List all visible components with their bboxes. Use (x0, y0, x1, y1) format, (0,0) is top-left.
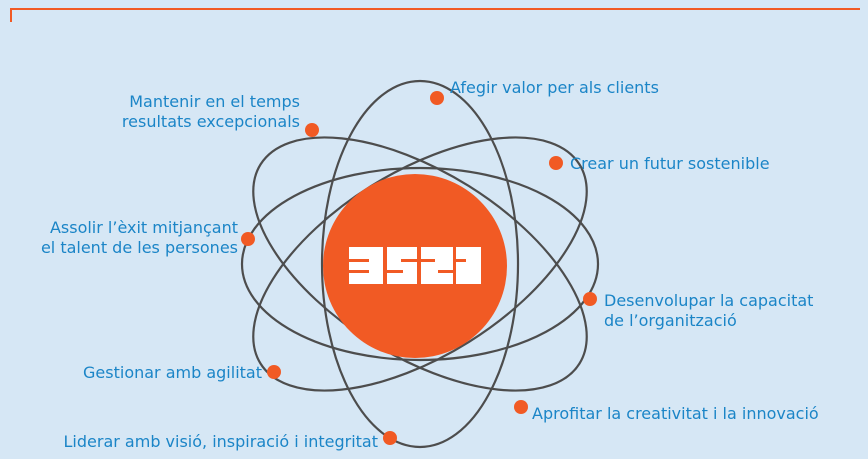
dot-afegir-valor (430, 91, 444, 105)
orbit-vertical (320, 79, 520, 449)
concept-label-line: Crear un futur sostenible (570, 154, 770, 173)
dot-assolir-exit (241, 232, 255, 246)
concept-gestionar: Gestionar amb agilitat (83, 363, 262, 383)
concept-label-line: de l’organització (604, 311, 737, 330)
concept-assolir-exit: Assolir l’èxit mitjançant el talent de l… (41, 218, 238, 258)
concept-desenvolupar-capacitat: Desenvolupar la capacitat de l’organitza… (604, 291, 813, 331)
concept-liderar: Liderar amb visió, inspiració i integrit… (64, 432, 378, 452)
concept-aprofitar-creativitat: Aprofitar la creativitat i la innovació (532, 404, 819, 424)
concept-label-line: Assolir l’èxit mitjançant (49, 218, 238, 237)
concept-label-line: Aprofitar la creativitat i la innovació (532, 404, 819, 423)
concept-label-line: Liderar amb visió, inspiració i integrit… (63, 432, 378, 451)
concept-label-line: Desenvolupar la capacitat (604, 291, 814, 310)
dot-gestionar (267, 365, 281, 379)
dot-liderar (383, 431, 397, 445)
concept-crear-futur: Crear un futur sostenible (570, 154, 770, 174)
orbit-horizontal (240, 166, 600, 362)
concept-label-line: Gestionar amb agilitat (83, 363, 262, 382)
dot-mantenir-resultats (305, 123, 319, 137)
frame-left-border (10, 8, 12, 22)
EFQM-logo-icon (349, 247, 481, 284)
concept-label-line: resultats excepcionals (121, 112, 300, 131)
concept-label-line: Afegir valor per als clients (450, 78, 659, 97)
concept-label-line: el talent de les persones (40, 238, 238, 257)
dot-crear-futur (549, 156, 563, 170)
dot-aprofitar-creativitat (514, 400, 528, 414)
concept-mantenir-resultats: Mantenir en el temps resultats excepcion… (122, 92, 300, 132)
concept-afegir-valor: Afegir valor per als clients (450, 78, 659, 98)
frame-top-border (10, 8, 860, 10)
dot-desenvolupar-capacitat (583, 292, 597, 306)
concept-label-line: Mantenir en el temps (129, 92, 300, 111)
